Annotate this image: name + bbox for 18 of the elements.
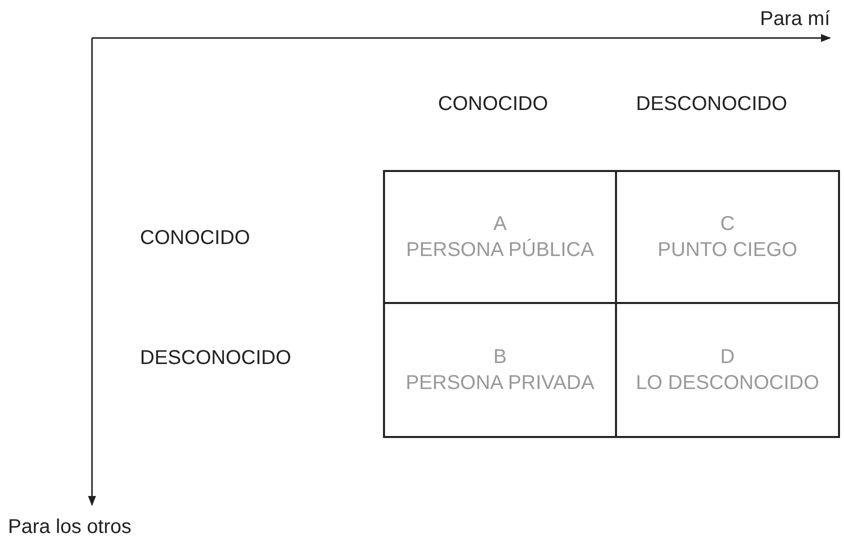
- row-heading: DESCONOCIDO: [140, 347, 292, 370]
- quadrant-cell: [383, 170, 617, 304]
- quadrant-letter: A: [493, 212, 507, 237]
- quadrant-title: LO DESCONOCIDO: [636, 371, 820, 396]
- quadrant-title: PERSONA PRIVADA: [406, 371, 594, 396]
- quadrant-cell: [383, 302, 617, 438]
- axis-label: Para los otros: [8, 516, 132, 539]
- column-heading: DESCONOCIDO: [636, 93, 788, 116]
- quadrant-letter: B: [493, 345, 507, 370]
- column-heading: CONOCIDO: [438, 93, 548, 116]
- quadrant-cell: [615, 170, 840, 304]
- quadrant-title: PUNTO CIEGO: [658, 238, 798, 263]
- axis-label: Para mí: [760, 8, 830, 31]
- quadrant-letter: D: [720, 345, 735, 370]
- row-heading: CONOCIDO: [140, 227, 250, 250]
- quadrant-letter: C: [720, 212, 735, 237]
- quadrant-title: PERSONA PÚBLICA: [406, 238, 594, 263]
- quadrant-cell: [615, 302, 840, 438]
